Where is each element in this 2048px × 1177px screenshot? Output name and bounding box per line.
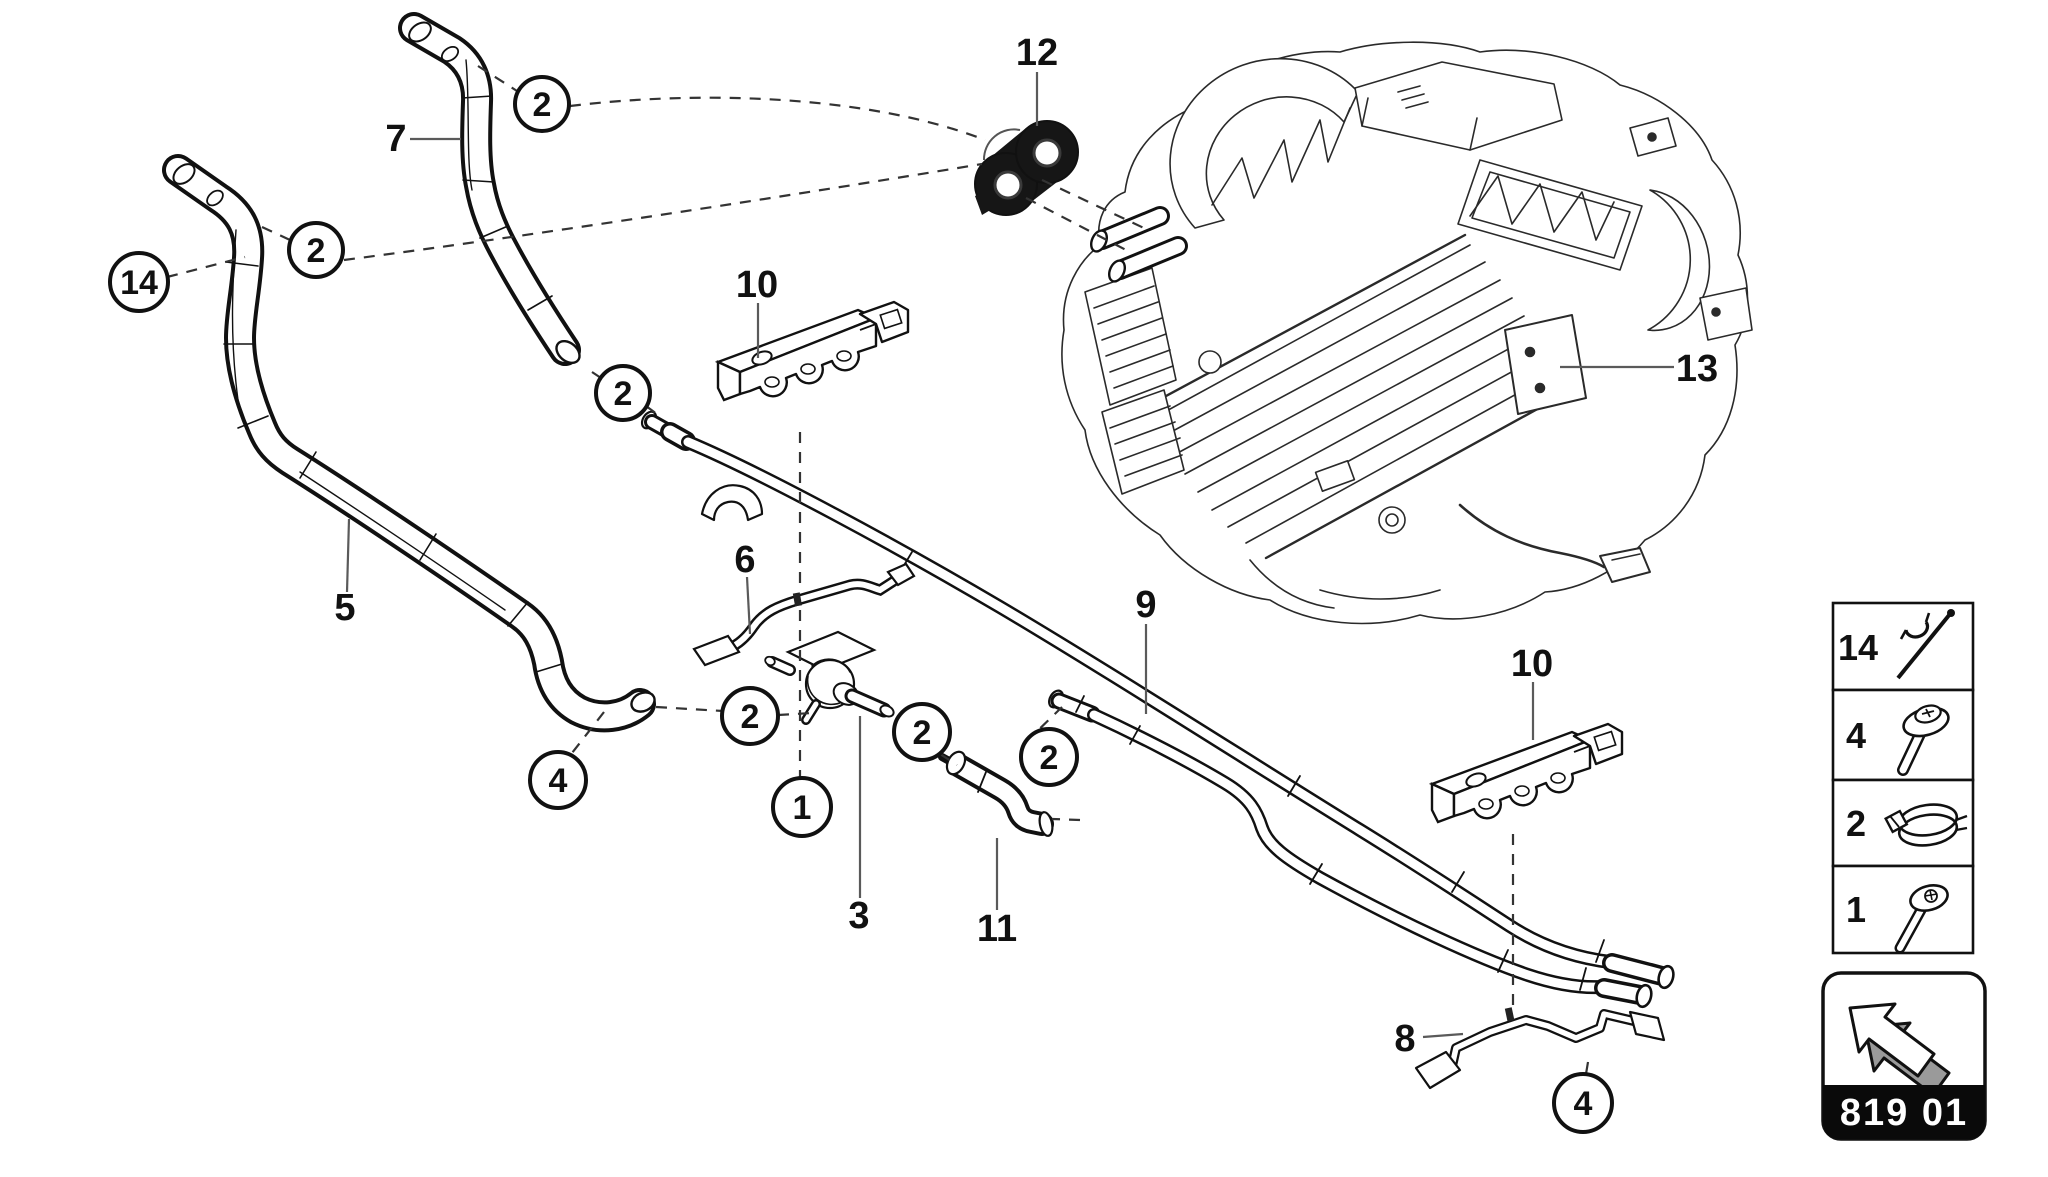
callout-2-hose7-top[interactable]: 2 — [513, 75, 571, 133]
part-label-8[interactable]: 8 — [1394, 1018, 1415, 1060]
legend-item-1[interactable]: 1 — [1831, 864, 1975, 955]
legend-item-14[interactable]: 14 — [1831, 601, 1975, 692]
svg-text:1[interactable]: 1 — [793, 789, 812, 827]
legend-panel: 14 4 2 — [1831, 601, 1975, 955]
hose-5-drawing — [162, 154, 656, 733]
bracket-8-drawing — [1414, 1007, 1666, 1090]
callout-2-valve-left[interactable]: 2 — [720, 686, 780, 746]
svg-text:4[interactable]: 4 — [1846, 715, 1866, 756]
svg-text:2[interactable]: 2 — [307, 232, 326, 270]
svg-text:2[interactable]: 2 — [741, 698, 760, 736]
badge-code-bar — [1823, 1085, 1985, 1139]
svg-text:2[interactable]: 2 — [1846, 803, 1866, 844]
callout-2-valve-right[interactable]: 2 — [892, 702, 952, 762]
svg-text:2[interactable]: 2 — [1040, 739, 1059, 777]
part-labels: 7 5 6 9 10 10 3 11 8 12 13 — [334, 32, 1718, 1060]
svg-text:2[interactable]: 2 — [533, 86, 552, 124]
legend-item-4[interactable]: 4 — [1831, 688, 1975, 782]
valve-1-3-drawing — [764, 630, 895, 725]
page-badge[interactable]: 819 01 — [1821, 971, 1987, 1141]
part-label-10-right[interactable]: 10 — [1511, 643, 1553, 685]
pipe-upper-drawing — [640, 410, 1675, 990]
bracket-6-drawing — [692, 562, 916, 667]
callout-14[interactable]: 14 — [108, 251, 170, 313]
svg-text:4[interactable]: 4 — [549, 762, 568, 800]
badge-code[interactable]: 819 01 — [1840, 1092, 1968, 1134]
part-label-9[interactable]: 9 — [1135, 584, 1156, 626]
leader-lines — [345, 72, 1674, 1039]
retaining-clip-pin-icon — [1896, 609, 1955, 680]
part-label-11[interactable]: 11 — [977, 908, 1017, 950]
bracket-10-top-drawing — [716, 300, 910, 402]
hose-7-drawing — [398, 12, 581, 366]
callout-4-bracket8[interactable]: 4 — [1552, 1072, 1614, 1134]
part-label-12[interactable]: 12 — [1016, 32, 1058, 74]
svg-text:2[interactable]: 2 — [614, 375, 633, 413]
callout-4-hose5[interactable]: 4 — [528, 750, 588, 810]
callout-2-elbow[interactable]: 2 — [1019, 727, 1079, 787]
svg-text:1[interactable]: 1 — [1846, 889, 1866, 930]
part-label-13[interactable]: 13 — [1676, 348, 1718, 390]
hose-clamp-icon — [1884, 803, 1968, 847]
part-label-7[interactable]: 7 — [385, 118, 406, 160]
svg-text:4[interactable]: 4 — [1574, 1085, 1593, 1123]
callout-2-hose5-top[interactable]: 2 — [287, 221, 345, 279]
svg-text:2[interactable]: 2 — [913, 714, 932, 752]
elbow-11-drawing — [938, 750, 1054, 837]
svg-text:14[interactable]: 14 — [1838, 627, 1878, 668]
part-label-3[interactable]: 3 — [848, 895, 869, 937]
part-label-6[interactable]: 6 — [734, 539, 755, 581]
nav-arrow-icon — [1848, 1002, 1951, 1097]
svg-text:14[interactable]: 14 — [120, 264, 158, 302]
pipe-clip-drawing — [700, 484, 764, 522]
flange-12-drawing — [974, 120, 1079, 216]
part-label-5[interactable]: 5 — [334, 587, 355, 629]
pan-head-screw-icon — [1894, 884, 1949, 954]
pipe-lower-drawing — [1048, 689, 1653, 1009]
callout-1[interactable]: 1 — [771, 776, 833, 838]
flange-screw-icon — [1897, 704, 1950, 776]
callout-2-hose7-end[interactable]: 2 — [594, 364, 652, 422]
legend-item-2[interactable]: 2 — [1831, 778, 1975, 868]
callout-circles: 2 2 2 2 2 2 14 1 — [108, 75, 1614, 1134]
bracket-10-right-drawing — [1430, 722, 1624, 824]
hvac-unit-13-drawing — [1061, 41, 1753, 625]
part-label-10-top[interactable]: 10 — [736, 264, 778, 306]
